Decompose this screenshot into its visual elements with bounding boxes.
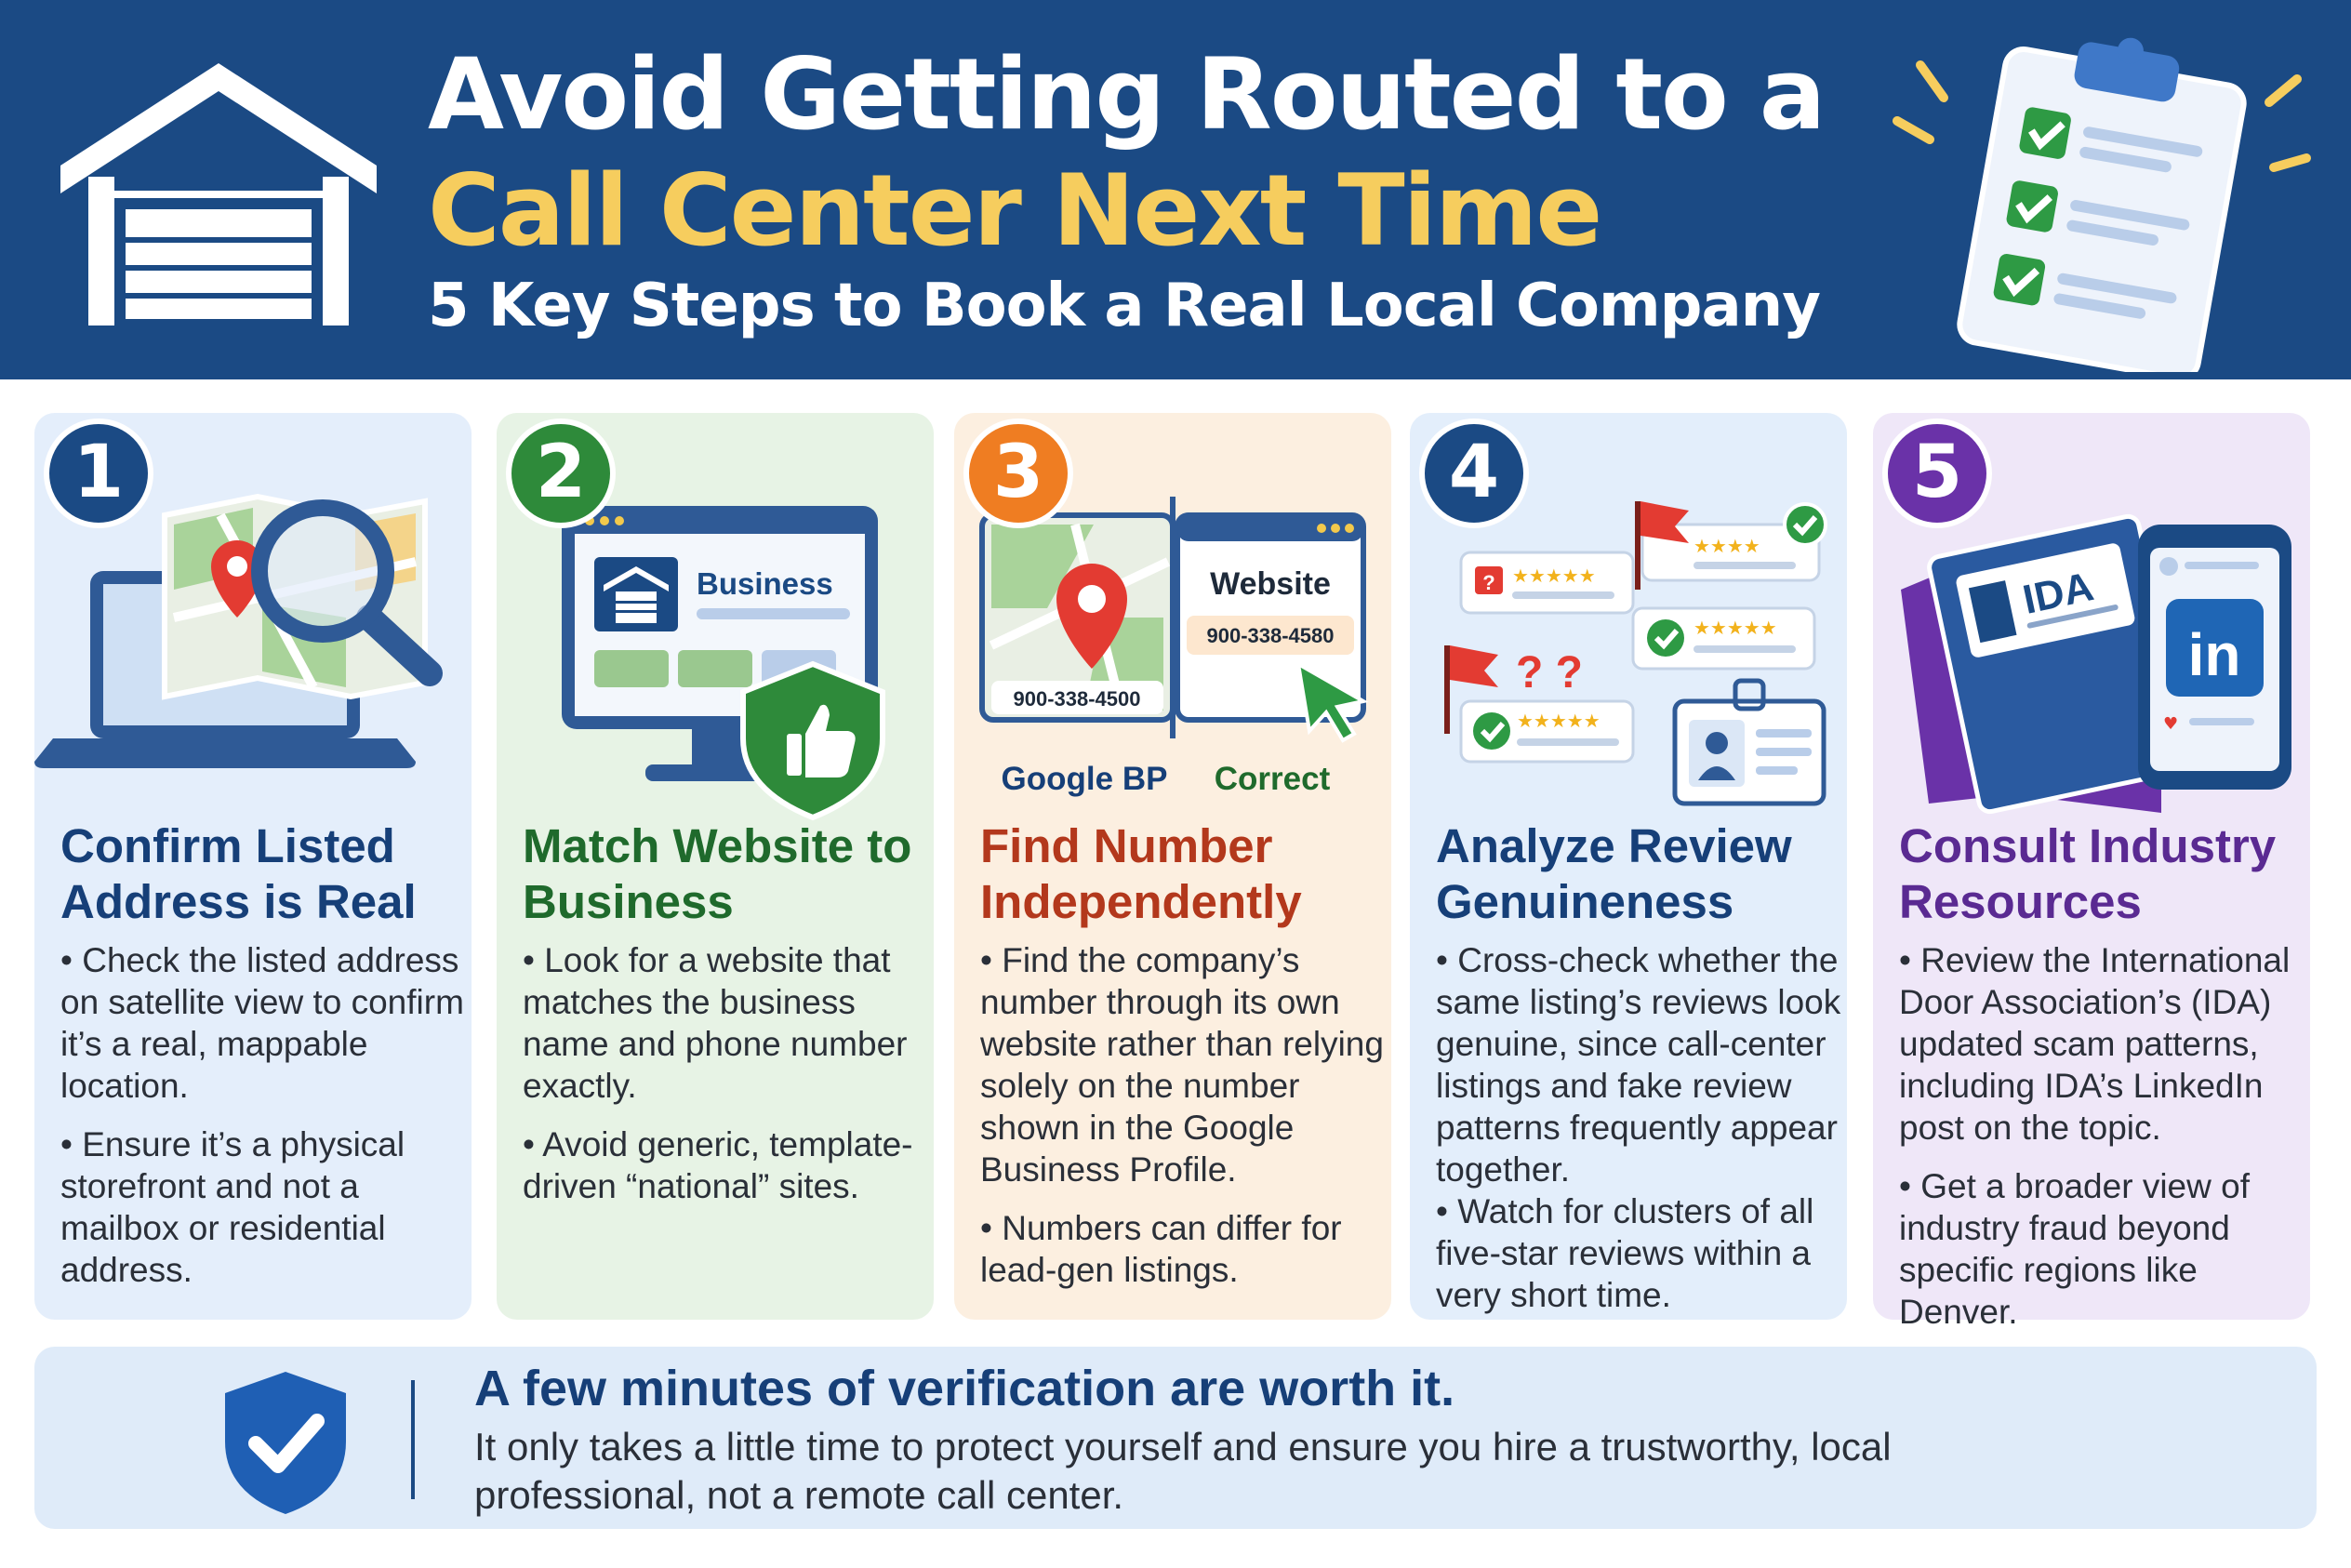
bullet-text: • Look for a website that matches the bu… — [523, 941, 908, 1105]
question-marks: ? ? — [1516, 648, 1583, 698]
review-card-icon: ★★★★ — [1640, 502, 1827, 582]
step-heading: Find Number Independently — [980, 819, 1302, 928]
svg-text:♥: ♥ — [2163, 714, 2178, 734]
svg-text:★★★★: ★★★★ — [1694, 535, 1760, 557]
step-card-5: IDA in ♥ 5 Consult Industry Resources • … — [1873, 413, 2310, 1331]
book-icon: IDA — [1901, 513, 2191, 815]
header-banner: Avoid Getting Routed to a Call Center Ne… — [0, 0, 2351, 379]
step-bullets: • Find the company’s number through its … — [980, 939, 1399, 1308]
step-number-badge: 5 — [1882, 419, 1992, 528]
step-bullets: • Review the International Door Associat… — [1899, 939, 2318, 1349]
step-card-4: ? ★★★★★ ★★★★ ★★★★★ ? ? — [1410, 413, 1847, 1320]
id-badge-icon — [1672, 678, 1826, 806]
step-number-badge: 3 — [963, 419, 1073, 528]
footer-callout: A few minutes of verification are worth … — [34, 1347, 2317, 1529]
page-title-line1: Avoid Getting Routed to a — [428, 37, 1826, 152]
step-bullets: • Look for a website that matches the bu… — [523, 939, 941, 1224]
bullet-text: • Avoid generic, template-driven “nation… — [523, 1125, 913, 1205]
review-card-icon: ? ★★★★★ — [1459, 551, 1635, 615]
clipboard-checklist-icon — [1893, 37, 2311, 372]
review-card-icon: ★★★★★ — [1459, 699, 1635, 764]
cursor-icon — [1295, 660, 1369, 743]
step-number-badge: 2 — [506, 419, 616, 528]
garage-icon — [594, 557, 678, 631]
bullet-text: • Watch for clusters of all five-star re… — [1436, 1192, 1814, 1314]
bullet-text: • Review the International Door Associat… — [1899, 941, 2291, 1147]
step4-illustration: ? ★★★★★ ★★★★ ★★★★★ ? ? — [1444, 501, 1827, 806]
shield-thumbs-up-icon — [740, 660, 885, 821]
step-bullets: • Check the listed address on satellite … — [60, 939, 479, 1308]
footer-body: It only takes a little time to protect y… — [474, 1425, 1892, 1517]
step-card-1: 1 Confirm Listed Address is Real • Check… — [34, 413, 472, 1320]
bullet-text: • Find the company’s number through its … — [980, 941, 1384, 1189]
step2-illustration: Business — [562, 506, 885, 821]
illus-business-label: Business — [697, 566, 833, 601]
step3-illustration: 900-338-4500 Website 900-338-4580 Google… — [979, 497, 1369, 797]
step-number-badge: 1 — [44, 419, 153, 528]
step-heading: Consult Industry Resources — [1899, 819, 2277, 928]
linkedin-icon: in — [2166, 599, 2264, 697]
garage-icon — [60, 63, 377, 326]
red-flag-icon — [1444, 645, 1498, 734]
step1-illustration — [34, 493, 443, 768]
shield-check-icon — [225, 1372, 346, 1514]
map-pin-icon — [1056, 564, 1127, 669]
footer-heading: A few minutes of verification are worth … — [474, 1361, 1455, 1416]
step-card-2: Business 2 Match Website to Business • L… — [497, 413, 934, 1320]
step5-illustration: IDA in ♥ — [1901, 513, 2291, 815]
google-bp-caption: Google BP — [1002, 761, 1168, 797]
map-pin-icon — [211, 540, 263, 618]
footer-divider — [411, 1380, 415, 1499]
bullet-text: • Cross-check whether the same listing’s… — [1436, 941, 1841, 1189]
bullet-text: • Ensure it’s a physical storefront and … — [60, 1125, 405, 1289]
svg-text:★★★★★: ★★★★★ — [1517, 710, 1601, 732]
red-flag-icon — [1635, 501, 1689, 590]
website-number-label: 900-338-4580 — [1206, 624, 1334, 647]
step-heading: Match Website to Business — [523, 819, 912, 928]
svg-text:★★★★★: ★★★★★ — [1694, 617, 1777, 639]
magnifier-icon — [251, 499, 443, 686]
review-card-icon: ★★★★★ — [1631, 606, 1816, 671]
bullet-text: • Check the listed address on satellite … — [60, 941, 464, 1105]
svg-text:★★★★★: ★★★★★ — [1512, 565, 1596, 587]
step-card-3: 900-338-4500 Website 900-338-4580 Google… — [954, 413, 1391, 1320]
page-title-line2: Call Center Next Time — [428, 153, 1602, 268]
step-heading: Analyze Review Genuineness — [1436, 819, 1792, 928]
website-label: Website — [1210, 566, 1331, 602]
step-heading: Confirm Listed Address is Real — [60, 819, 417, 928]
bullet-text: • Get a broader view of industry fraud b… — [1899, 1167, 2250, 1331]
map-number-label: 900-338-4500 — [1013, 687, 1140, 711]
step-bullets: • Cross-check whether the same listing’s… — [1436, 939, 1854, 1333]
bullet-text: • Numbers can differ for lead-gen listin… — [980, 1209, 1342, 1289]
page-subtitle: 5 Key Steps to Book a Real Local Company — [428, 272, 1821, 340]
phone-icon: in ♥ — [2138, 525, 2291, 790]
step-number-badge: 4 — [1419, 419, 1529, 528]
svg-text:?: ? — [1482, 571, 1494, 594]
correct-caption: Correct — [1215, 761, 1331, 797]
phone-linkedin-logo: in — [2188, 621, 2241, 688]
